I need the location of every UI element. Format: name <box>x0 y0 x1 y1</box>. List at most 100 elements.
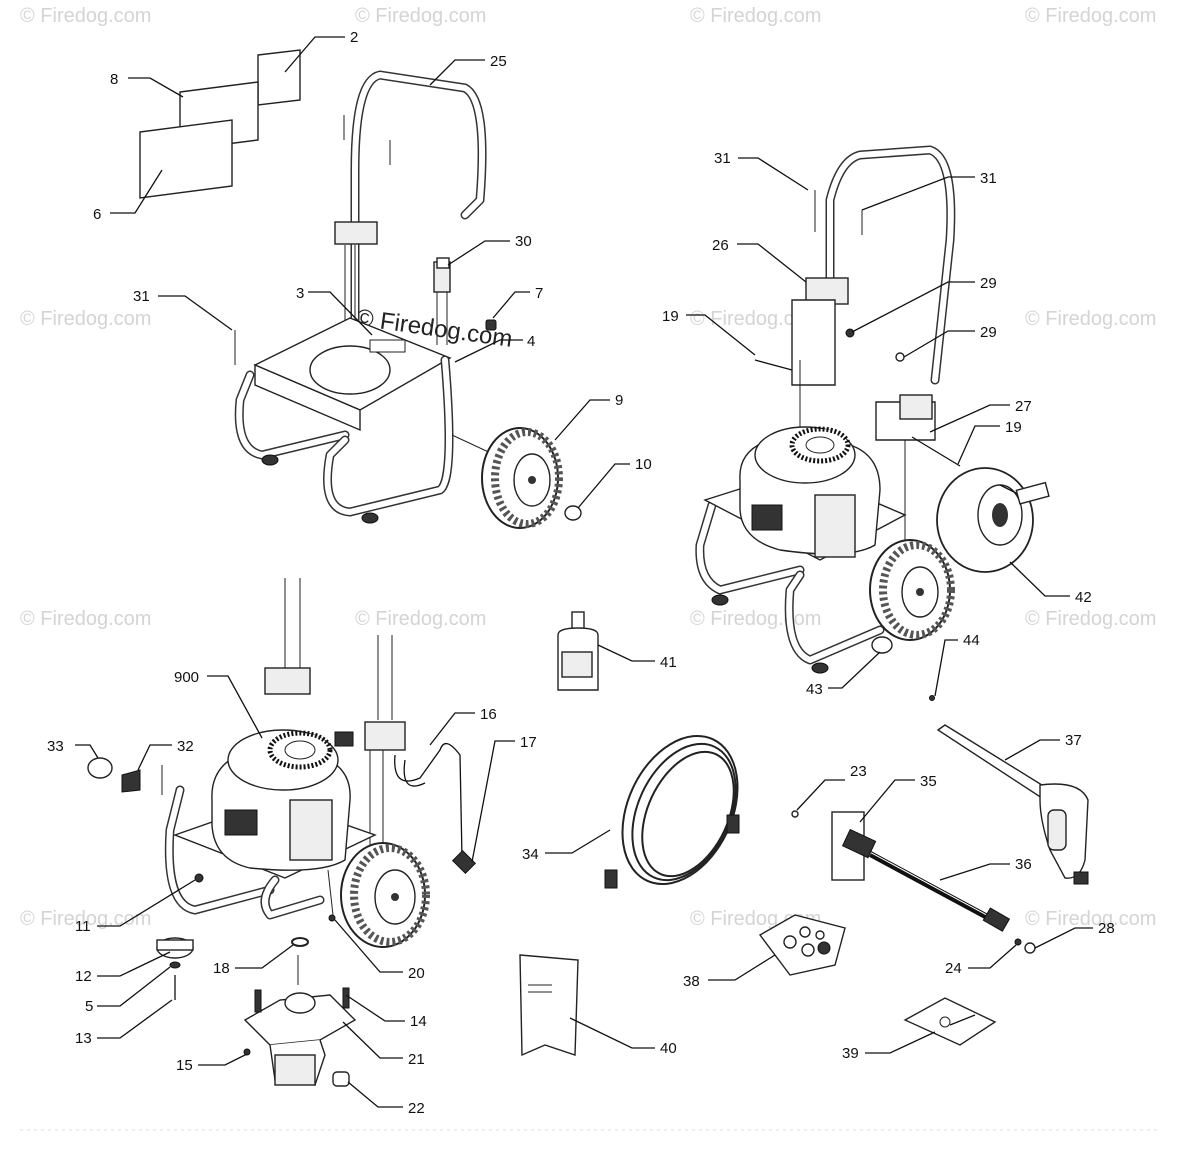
watermark: © Firedog.com <box>355 608 486 630</box>
callout-label: 29 <box>980 275 997 292</box>
frame-icon <box>234 70 496 524</box>
callout-label: 43 <box>806 681 823 698</box>
callout-label: 19 <box>662 308 679 325</box>
nozzle-kit-icon <box>758 914 846 976</box>
adapter-icon <box>121 769 141 793</box>
callout-labels: 2 8 6 25 30 31 3 7 4 9 10 31 31 26 29 29… <box>47 29 1115 1117</box>
callout-label: 42 <box>1075 589 1092 606</box>
watermark: © Firedog.com <box>690 5 821 27</box>
callout-label: 7 <box>535 285 543 302</box>
callout-label: 10 <box>635 456 652 473</box>
callout-label: 44 <box>963 632 980 649</box>
callout-label: 9 <box>615 392 623 409</box>
hubcap-icon <box>871 636 893 654</box>
callout-label: 37 <box>1065 732 1082 749</box>
watermark: © Firedog.com <box>20 5 151 27</box>
callout-label: 30 <box>515 233 532 250</box>
hose-reel-icon <box>936 467 1050 573</box>
callout-label: 26 <box>712 237 729 254</box>
fitting-icon <box>332 1071 350 1087</box>
watermark: © Firedog.com <box>1025 608 1156 630</box>
o-ring-icon <box>291 937 309 947</box>
washer-icon <box>895 352 905 362</box>
bolt-icon <box>754 359 793 371</box>
watermark: © Firedog.com <box>690 308 821 330</box>
leader-lines <box>75 36 1093 1108</box>
callout-label: 31 <box>133 288 150 305</box>
decal-icon <box>903 997 997 1046</box>
watermark: © Firedog.com <box>355 5 486 27</box>
watermark: © Firedog.com <box>1025 908 1156 930</box>
cap-icon <box>436 257 450 269</box>
washer-icon <box>169 961 181 969</box>
watermark: © Firedog.com <box>690 608 821 630</box>
nut-icon <box>845 328 855 338</box>
engine-icon <box>739 426 881 558</box>
callout-label: 25 <box>490 53 507 70</box>
callout-label: 21 <box>408 1051 425 1068</box>
callout-label: 24 <box>945 960 962 977</box>
callout-label: 40 <box>660 1040 677 1057</box>
callout-label: 33 <box>47 738 64 755</box>
callout-label: 900 <box>174 669 199 686</box>
callout-label: 2 <box>350 29 358 46</box>
callout-label: 27 <box>1015 398 1032 415</box>
callout-label: 4 <box>527 333 535 350</box>
callout-label: 11 <box>75 918 91 935</box>
watermark: © Firedog.com <box>1025 5 1156 27</box>
hubcap-icon <box>564 505 582 521</box>
callout-label: 22 <box>408 1100 425 1117</box>
wheel-icon <box>481 427 563 529</box>
screw-icon <box>929 695 935 701</box>
watermark: © Firedog.com <box>20 608 151 630</box>
callout-label: 18 <box>213 960 230 977</box>
pump-icon <box>243 955 357 1086</box>
callout-label: 31 <box>980 170 997 187</box>
callout-label: 36 <box>1015 856 1032 873</box>
spray-gun-icon <box>936 724 1089 885</box>
hose-icon <box>604 734 740 889</box>
callout-label: 35 <box>920 773 937 790</box>
callout-label: 14 <box>410 1013 427 1030</box>
callout-label: 15 <box>176 1057 193 1074</box>
callout-label: 17 <box>520 734 537 751</box>
callout-label: 41 <box>660 654 677 671</box>
wheel-icon <box>340 842 430 948</box>
manual-icon <box>519 954 579 1057</box>
wheel-icon <box>869 539 955 641</box>
nut-icon <box>243 1048 251 1056</box>
callout-label: 31 <box>714 150 731 167</box>
callout-label: 23 <box>850 763 867 780</box>
callout-label: 34 <box>522 846 539 863</box>
callout-label: 3 <box>296 285 304 302</box>
callout-label: 28 <box>1098 920 1115 937</box>
callout-label: 16 <box>480 706 497 723</box>
callout-label: 39 <box>842 1045 859 1062</box>
watermark: © Firedog.com <box>20 908 151 930</box>
oil-bottle-icon <box>557 611 599 691</box>
callout-label: 5 <box>85 998 93 1015</box>
watermark: © Firedog.com <box>1025 308 1156 330</box>
bushing-icon <box>485 319 497 331</box>
hose-icon <box>394 743 477 875</box>
watermark: © Firedog.com <box>20 308 151 330</box>
nut-icon <box>194 873 204 883</box>
wand-icon <box>831 811 1011 932</box>
quick-connect-icon <box>791 810 799 818</box>
callout-label: 13 <box>75 1030 92 1047</box>
decal-icon <box>139 49 301 199</box>
cap-icon <box>87 757 113 779</box>
screw-icon <box>328 914 336 922</box>
callout-label: 38 <box>683 973 700 990</box>
callout-label: 29 <box>980 324 997 341</box>
callout-label: 8 <box>110 71 118 88</box>
callout-label: 6 <box>93 206 101 223</box>
engine-icon <box>211 729 354 871</box>
bolt-icon <box>911 436 961 467</box>
nozzle-icon <box>1024 942 1036 954</box>
callout-label: 19 <box>1005 419 1022 436</box>
callout-label: 32 <box>177 738 194 755</box>
callout-label: 20 <box>408 965 425 982</box>
callout-label: 12 <box>75 968 92 985</box>
